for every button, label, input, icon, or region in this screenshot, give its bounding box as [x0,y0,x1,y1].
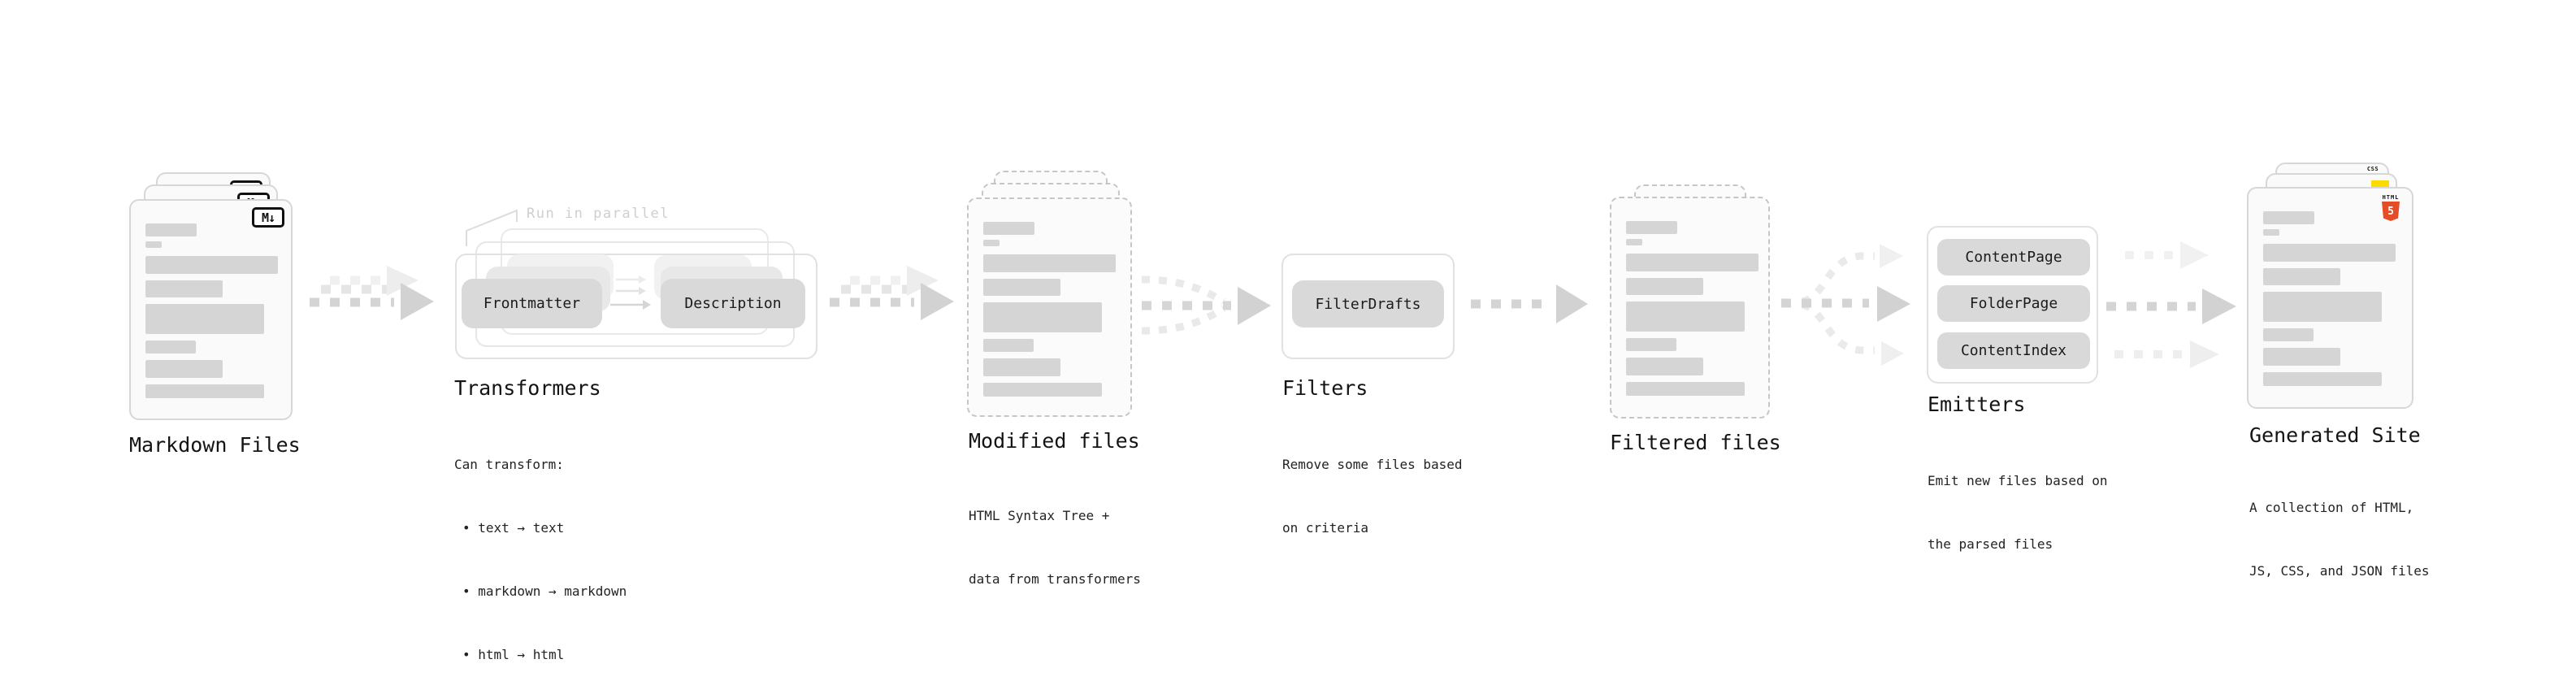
markdown-file-card-front: M↓ [129,199,293,420]
skeleton-line [2263,229,2279,236]
transformers-bullet: • markdown → markdown [462,583,627,599]
modified-files-stack [967,171,1133,431]
skeleton-line [2263,328,2314,341]
filters-desc-line: Remove some files based [1282,457,1463,472]
emitters-label: Emitters [1928,393,2026,416]
arrow-markdown-to-transformers [310,266,434,320]
modified-file-card-front [967,197,1132,417]
filters-label: Filters [1282,376,1368,400]
skeleton-line [2263,268,2340,285]
markdown-files-stack: M↓ M↓ M↓ [128,172,296,432]
skeleton-line [1626,239,1642,245]
skeleton-line [983,254,1116,272]
skeleton-line [145,384,264,398]
skeleton-line [2263,348,2340,366]
generated-site-label: Generated Site [2249,423,2421,447]
transformers-bullet: • html → html [462,647,565,662]
skeleton-line [145,360,223,378]
arrow-transformers-to-modified [830,266,954,320]
skeleton-line [2263,211,2314,224]
html5-icon: HTML 5 [2381,194,2400,221]
arrow-filtered-to-emitters [1781,244,1910,366]
transformer-pill-frontmatter: Frontmatter [462,279,602,328]
skeleton-line [2263,292,2382,322]
generated-site-description: A collection of HTML, JS, CSS, and JSON … [2249,455,2430,624]
emitters-desc-line: the parsed files [1928,536,2053,552]
skeleton-line [983,302,1102,332]
skeleton-line [145,340,196,354]
html5-number: 5 [2387,205,2394,218]
run-in-parallel-callout: Run in parallel [527,206,670,222]
skeleton-line [1626,358,1703,375]
skeleton-line [983,339,1034,352]
transformers-bullet: • text → text [462,520,565,536]
transformers-desc-heading: Can transform: [454,457,564,472]
skeleton-line [145,223,197,236]
skeleton-line [2263,372,2382,386]
modified-files-label: Modified files [969,429,1140,453]
modified-desc-line: data from transformers [969,571,1141,587]
markdown-files-label: Markdown Files [129,433,301,457]
skeleton-line [1626,301,1745,332]
markdown-icon: M↓ [252,207,284,228]
generated-file-card-html: HTML 5 [2247,187,2413,409]
transformer-pill-description: Description [661,279,805,328]
emitters-desc-line: Emit new files based on [1928,473,2108,488]
arrow-modified-to-filters [1141,275,1271,335]
file-skeleton-text [983,222,1116,397]
emitter-pill-contentpage: ContentPage [1937,239,2090,275]
skeleton-line [983,240,1000,246]
filters-desc-line: on criteria [1282,520,1368,536]
modified-desc-line: HTML Syntax Tree + [969,508,1110,523]
run-in-parallel-pointer-line [466,209,518,246]
emitter-pill-contentindex: ContentIndex [1937,332,2090,369]
generated-site-stack: CSS HTML 5 [2247,163,2414,423]
skeleton-line [145,256,278,274]
transformers-description: Can transform: • text → text • markdown … [454,412,627,681]
generated-desc-line: A collection of HTML, [2249,500,2414,515]
filter-pill-filterdrafts: FilterDrafts [1292,280,1444,327]
arrow-emitters-to-generated [2106,241,2236,368]
arrow-filters-to-filtered [1471,284,1588,323]
emitters-box: ContentPage FolderPage ContentIndex [1927,226,2098,384]
skeleton-line [145,280,223,297]
skeleton-line [145,304,264,334]
filtered-files-stack [1610,184,1771,428]
skeleton-line [983,358,1060,376]
filtered-files-label: Filtered files [1610,431,1781,454]
skeleton-line [145,241,162,248]
skeleton-line [983,383,1102,397]
skeleton-line [1626,221,1677,234]
skeleton-line [2263,244,2396,262]
transformer-box-front [455,254,817,359]
filters-description: Remove some files based on criteria [1282,412,1463,581]
file-skeleton-text [145,223,278,398]
generated-desc-line: JS, CSS, and JSON files [2249,563,2430,579]
skeleton-line [983,279,1060,296]
filtered-file-card-front [1610,197,1770,419]
emitters-description: Emit new files based on the parsed files [1928,428,2108,597]
file-skeleton-text [1626,221,1759,396]
modified-files-description: HTML Syntax Tree + data from transformer… [969,463,1141,632]
skeleton-line [1626,278,1703,295]
file-skeleton-text [2263,211,2396,386]
emitter-pill-folderpage: FolderPage [1937,285,2090,322]
skeleton-line [1626,338,1676,351]
transformers-label: Transformers [454,376,601,400]
skeleton-line [983,222,1034,235]
skeleton-line [1626,254,1759,271]
transform-flow-arrows [610,275,651,310]
skeleton-line [1626,382,1745,396]
